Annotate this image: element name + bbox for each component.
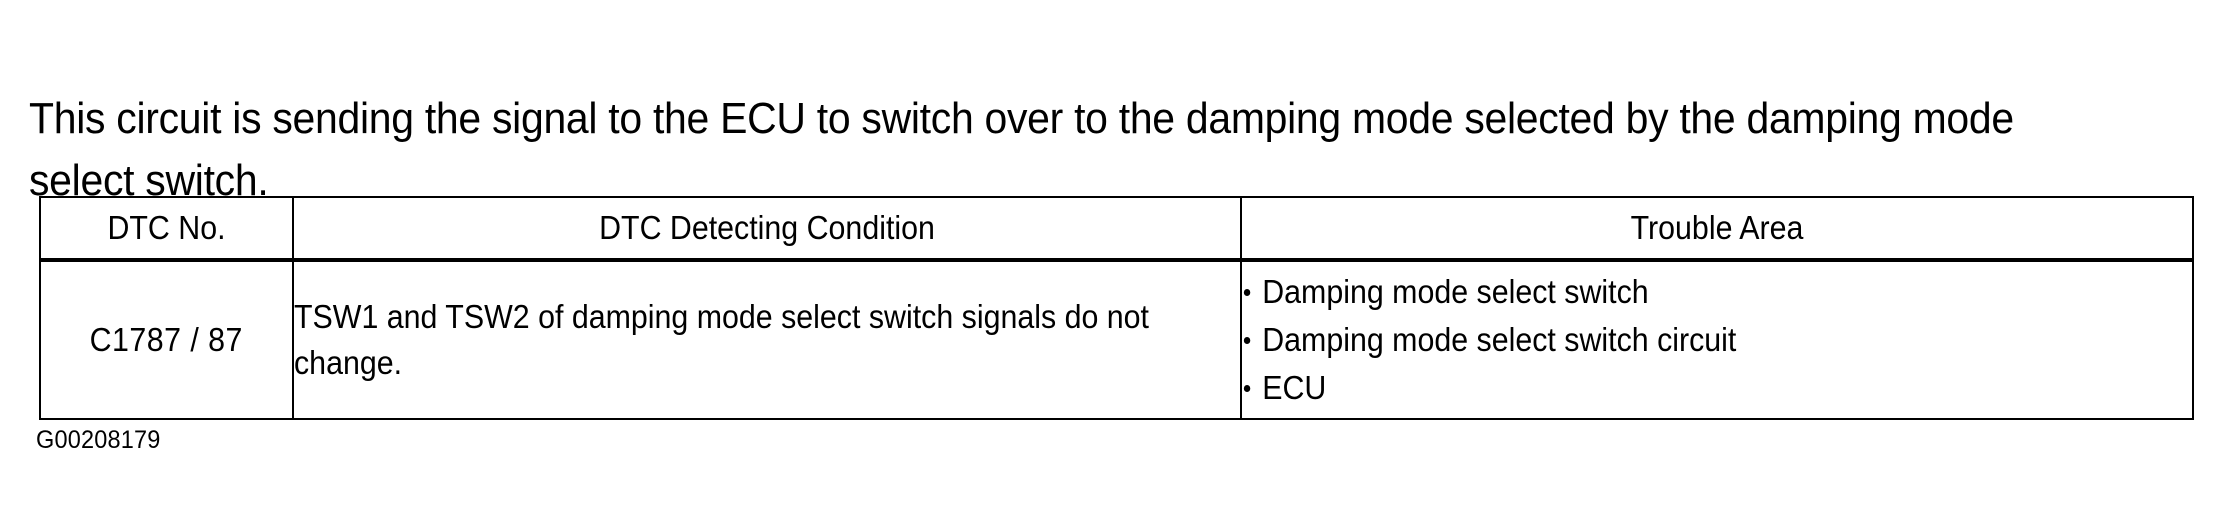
table-row: C1787 / 87 TSW1 and TSW2 of damping mode…	[39, 259, 2194, 420]
dtc-table: DTC No. DTC Detecting Condition Trouble …	[39, 196, 2194, 420]
column-header-trouble-area-label: Trouble Area	[1630, 209, 1804, 246]
column-header-dtc-no: DTC No.	[39, 196, 294, 262]
column-header-detecting-condition-label: DTC Detecting Condition	[599, 209, 935, 246]
figure-code: G00208179	[36, 426, 161, 454]
column-header-trouble-area: Trouble Area	[1240, 196, 2194, 262]
list-item-label: Damping mode select switch circuit	[1262, 321, 1737, 358]
list-item-label: Damping mode select switch	[1262, 273, 1649, 310]
bullet-point-icon	[1243, 385, 1251, 392]
cell-detecting-condition: TSW1 and TSW2 of damping mode select swi…	[292, 259, 1242, 420]
list-item: ECU	[1242, 364, 2116, 412]
column-header-dtc-no-label: DTC No.	[107, 209, 226, 246]
column-header-detecting-condition: DTC Detecting Condition	[292, 196, 1242, 262]
list-item: Damping mode select switch	[1242, 268, 2116, 316]
detecting-condition-value: TSW1 and TSW2 of damping mode select swi…	[294, 298, 1149, 381]
dtc-no-value: C1787 / 87	[89, 321, 244, 358]
list-item-label: ECU	[1262, 369, 1327, 406]
table-header-row: DTC No. DTC Detecting Condition Trouble …	[39, 196, 2194, 262]
trouble-area-list: Damping mode select switch Damping mode …	[1242, 268, 2116, 412]
cell-dtc-no: C1787 / 87	[39, 259, 294, 420]
list-item: Damping mode select switch circuit	[1242, 316, 2116, 364]
bullet-point-icon	[1243, 289, 1251, 296]
intro-paragraph: This circuit is sending the signal to th…	[29, 94, 2025, 205]
bullet-point-icon	[1243, 337, 1251, 344]
cell-trouble-area: Damping mode select switch Damping mode …	[1240, 259, 2194, 420]
